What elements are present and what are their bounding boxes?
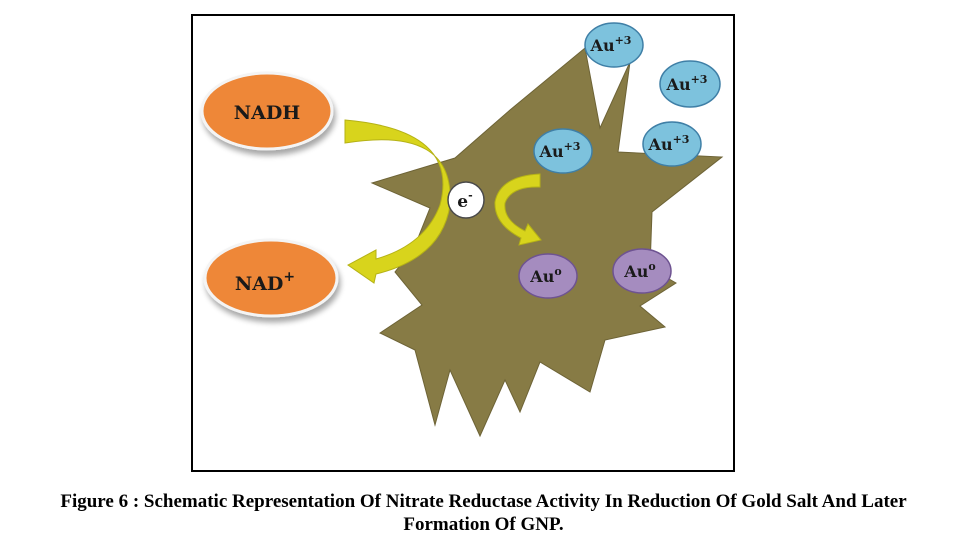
nadh-to-nad-arrow bbox=[344, 119, 451, 284]
nad-plus-label: NAD+ bbox=[235, 269, 295, 295]
nad-plus-node: NAD+ bbox=[203, 238, 339, 318]
nadh-node: NADH bbox=[200, 71, 334, 151]
electron-label: e- bbox=[457, 189, 472, 212]
figure-caption-line-1: Figure 6 : Schematic Representation Of N… bbox=[60, 491, 907, 512]
au-zero-label: Auo bbox=[623, 260, 655, 281]
au-ion-label: Au+3 bbox=[648, 133, 690, 154]
au-zero-ellipse bbox=[518, 253, 578, 299]
au-ion-label: Au+3 bbox=[666, 73, 708, 94]
au-ion-1: Au+3 bbox=[584, 22, 644, 68]
au-zero-2: Auo bbox=[612, 248, 672, 294]
au-ion-ellipse bbox=[584, 22, 644, 68]
nadh-ellipse bbox=[200, 71, 334, 151]
nadh-label: NADH bbox=[234, 102, 301, 124]
au-ion-ellipse bbox=[533, 128, 593, 174]
au-zero-ellipse bbox=[612, 248, 672, 294]
au-ion-label: Au+3 bbox=[590, 34, 632, 55]
au-ion-ellipse bbox=[642, 121, 702, 167]
au-zero-1: Auo bbox=[518, 253, 578, 299]
electron-to-au-arrow bbox=[494, 173, 542, 246]
au-ion-3: Au+3 bbox=[533, 128, 593, 174]
au-zero-label: Auo bbox=[529, 265, 561, 286]
au-ion-2: Au+3 bbox=[659, 60, 721, 108]
au-ion-4: Au+3 bbox=[642, 121, 702, 167]
nitrate-reductase-cell bbox=[370, 47, 724, 438]
au-ion-label: Au+3 bbox=[539, 140, 581, 161]
au-ion-ellipse bbox=[659, 60, 721, 108]
figure-caption-line-2: Formation Of GNP. bbox=[403, 514, 564, 535]
electron-circle bbox=[447, 181, 485, 219]
nad-plus-ellipse bbox=[203, 238, 339, 318]
electron-node: e- bbox=[447, 181, 485, 219]
